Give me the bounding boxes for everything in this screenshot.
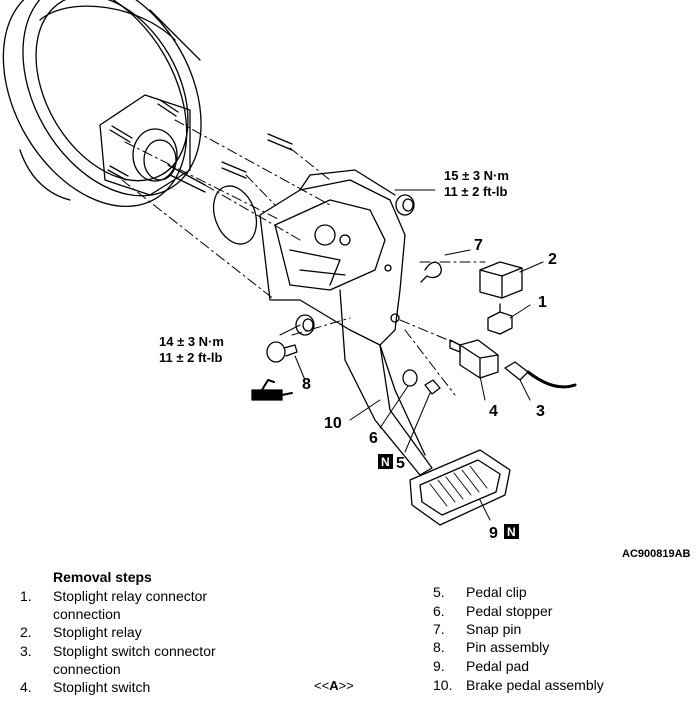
step-number: 10. <box>433 677 453 693</box>
pedal-bracket <box>259 169 406 346</box>
step-text: Stoplight switch connector <box>53 643 216 659</box>
step-number: 1. <box>20 588 32 604</box>
leader-lines <box>279 189 544 521</box>
callout-7: 7 <box>474 237 483 254</box>
ref-suffix: >> <box>338 678 354 693</box>
mounting-studs <box>107 99 293 181</box>
svg-text:N: N <box>381 455 390 469</box>
gasket <box>212 185 258 245</box>
ref-letter: A <box>329 678 339 693</box>
callout-5: 5 <box>396 455 405 472</box>
torque-upper-imperial: 11 ± 2 ft-lb <box>444 184 508 199</box>
step-number: 6. <box>433 603 445 619</box>
brake-booster <box>2 0 202 208</box>
stoplight-switch-connector <box>504 361 577 389</box>
step-text: Pedal clip <box>466 584 527 600</box>
step-text: connection <box>53 606 121 622</box>
stoplight-relay <box>479 261 523 299</box>
brake-pedal-exploded-diagram: 15 ± 3 N·m 11 ± 2 ft-lb 14 ± 3 N·m 11 ± … <box>2 0 691 560</box>
pedal-clip <box>424 379 441 395</box>
callout-8: 8 <box>302 376 311 393</box>
step-text: Stoplight relay connector <box>53 588 208 604</box>
step-number: 9. <box>433 658 445 674</box>
grease-application-icon <box>251 379 293 401</box>
step-number: 8. <box>433 639 445 655</box>
step-number: 7. <box>433 621 445 637</box>
step-text: Pedal pad <box>466 658 530 674</box>
figure-id: AC900819AB <box>622 548 691 560</box>
new-part-mark-5: N <box>378 454 393 469</box>
step-text: Brake pedal assembly <box>466 677 604 693</box>
pin-assembly <box>266 341 298 363</box>
removal-steps-title: Removal steps <box>53 569 152 585</box>
step-text: Stoplight relay <box>53 624 142 640</box>
step-number: 5. <box>433 584 445 600</box>
ref-prefix: << <box>314 678 330 693</box>
step-number: 4. <box>20 679 32 695</box>
step-text: connection <box>53 661 121 677</box>
callout-3: 3 <box>536 403 545 420</box>
bracket-nut-upper <box>395 194 415 216</box>
torque-lower-imperial: 11 ± 2 ft-lb <box>159 350 223 365</box>
pedal-arm <box>339 289 433 476</box>
stoplight-relay-connector <box>487 303 513 335</box>
callout-9: 9 <box>489 525 498 542</box>
reference-mark-a: <<A>> <box>314 678 354 693</box>
svg-text:N: N <box>507 525 516 539</box>
torque-lower-metric: 14 ± 3 N·m <box>159 334 224 349</box>
callout-10: 10 <box>324 415 342 432</box>
step-number: 3. <box>20 643 32 659</box>
bracket-nut-lower <box>295 314 315 336</box>
step-text: Pin assembly <box>466 639 550 655</box>
snap-pin <box>420 261 442 283</box>
step-number: 2. <box>20 624 32 640</box>
pedal-stopper <box>402 369 418 387</box>
step-text: Snap pin <box>466 621 522 637</box>
torque-upper-metric: 15 ± 3 N·m <box>444 168 509 183</box>
callout-6: 6 <box>369 430 378 447</box>
callout-1: 1 <box>538 294 547 311</box>
step-text: Stoplight switch <box>53 679 151 695</box>
callout-4: 4 <box>489 403 498 420</box>
booster-mounting-plate <box>99 94 206 196</box>
step-text: Pedal stopper <box>466 603 553 619</box>
new-part-mark-9: N <box>504 524 519 539</box>
stoplight-switch <box>449 339 499 379</box>
pedal-pad <box>409 449 511 526</box>
callout-2: 2 <box>548 251 557 268</box>
